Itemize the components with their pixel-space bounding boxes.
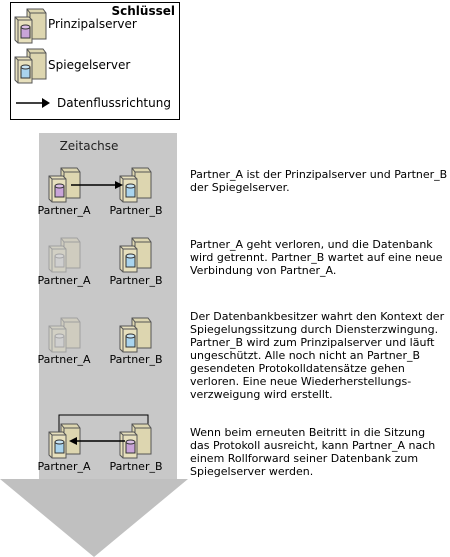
partner-a-server-icon bbox=[48, 423, 81, 459]
partner-a-label: Partner_A bbox=[37, 460, 91, 473]
legend-principal-label: Prinzipalserver bbox=[48, 17, 137, 31]
dataflow-arrow-a-to-b bbox=[71, 181, 123, 189]
partner-a-label: Partner_A bbox=[37, 353, 91, 366]
partner-a-label: Partner_A bbox=[37, 274, 91, 287]
partner-b-server-icon bbox=[119, 237, 152, 273]
partner-a-lost-server-icon bbox=[48, 237, 81, 273]
step-description: Der Datenbankbesitzer wahrt den Kontext … bbox=[190, 310, 445, 401]
partner-a-server-icon bbox=[48, 167, 81, 203]
arrow-right-icon bbox=[16, 98, 50, 108]
step-description: Wenn beim erneuten Beitritt in die Sitzu… bbox=[190, 426, 436, 478]
timeline-label: Zeitachse bbox=[59, 139, 119, 153]
step-description: Partner_A ist der Prinzipalserver und Pa… bbox=[190, 168, 448, 194]
partner-b-label: Partner_B bbox=[109, 460, 163, 473]
step-description: Partner_A geht verloren, und die Datenba… bbox=[190, 238, 443, 277]
mirror-server-icon bbox=[14, 48, 47, 84]
partner-a-lost-server-icon bbox=[48, 317, 81, 353]
legend-mirror-label: Spiegelserver bbox=[48, 58, 131, 72]
partner-b-server-icon bbox=[119, 317, 152, 353]
partner-b-label: Partner_B bbox=[109, 274, 163, 287]
legend-dataflow-label: Datenflussrichtung bbox=[57, 96, 171, 110]
partner-a-label: Partner_A bbox=[37, 204, 91, 217]
partner-b-server-icon bbox=[119, 167, 152, 203]
principal-server-icon bbox=[14, 8, 47, 44]
legend-box: Schlüssel Prinzipalserver Spiegelserver … bbox=[10, 2, 180, 120]
dataflow-arrow-b-to-a bbox=[69, 437, 125, 445]
partner-b-server-icon bbox=[119, 423, 152, 459]
legend-title: Schlüssel bbox=[111, 4, 176, 18]
partner-b-label: Partner_B bbox=[109, 353, 163, 366]
partner-b-label: Partner_B bbox=[109, 204, 163, 217]
